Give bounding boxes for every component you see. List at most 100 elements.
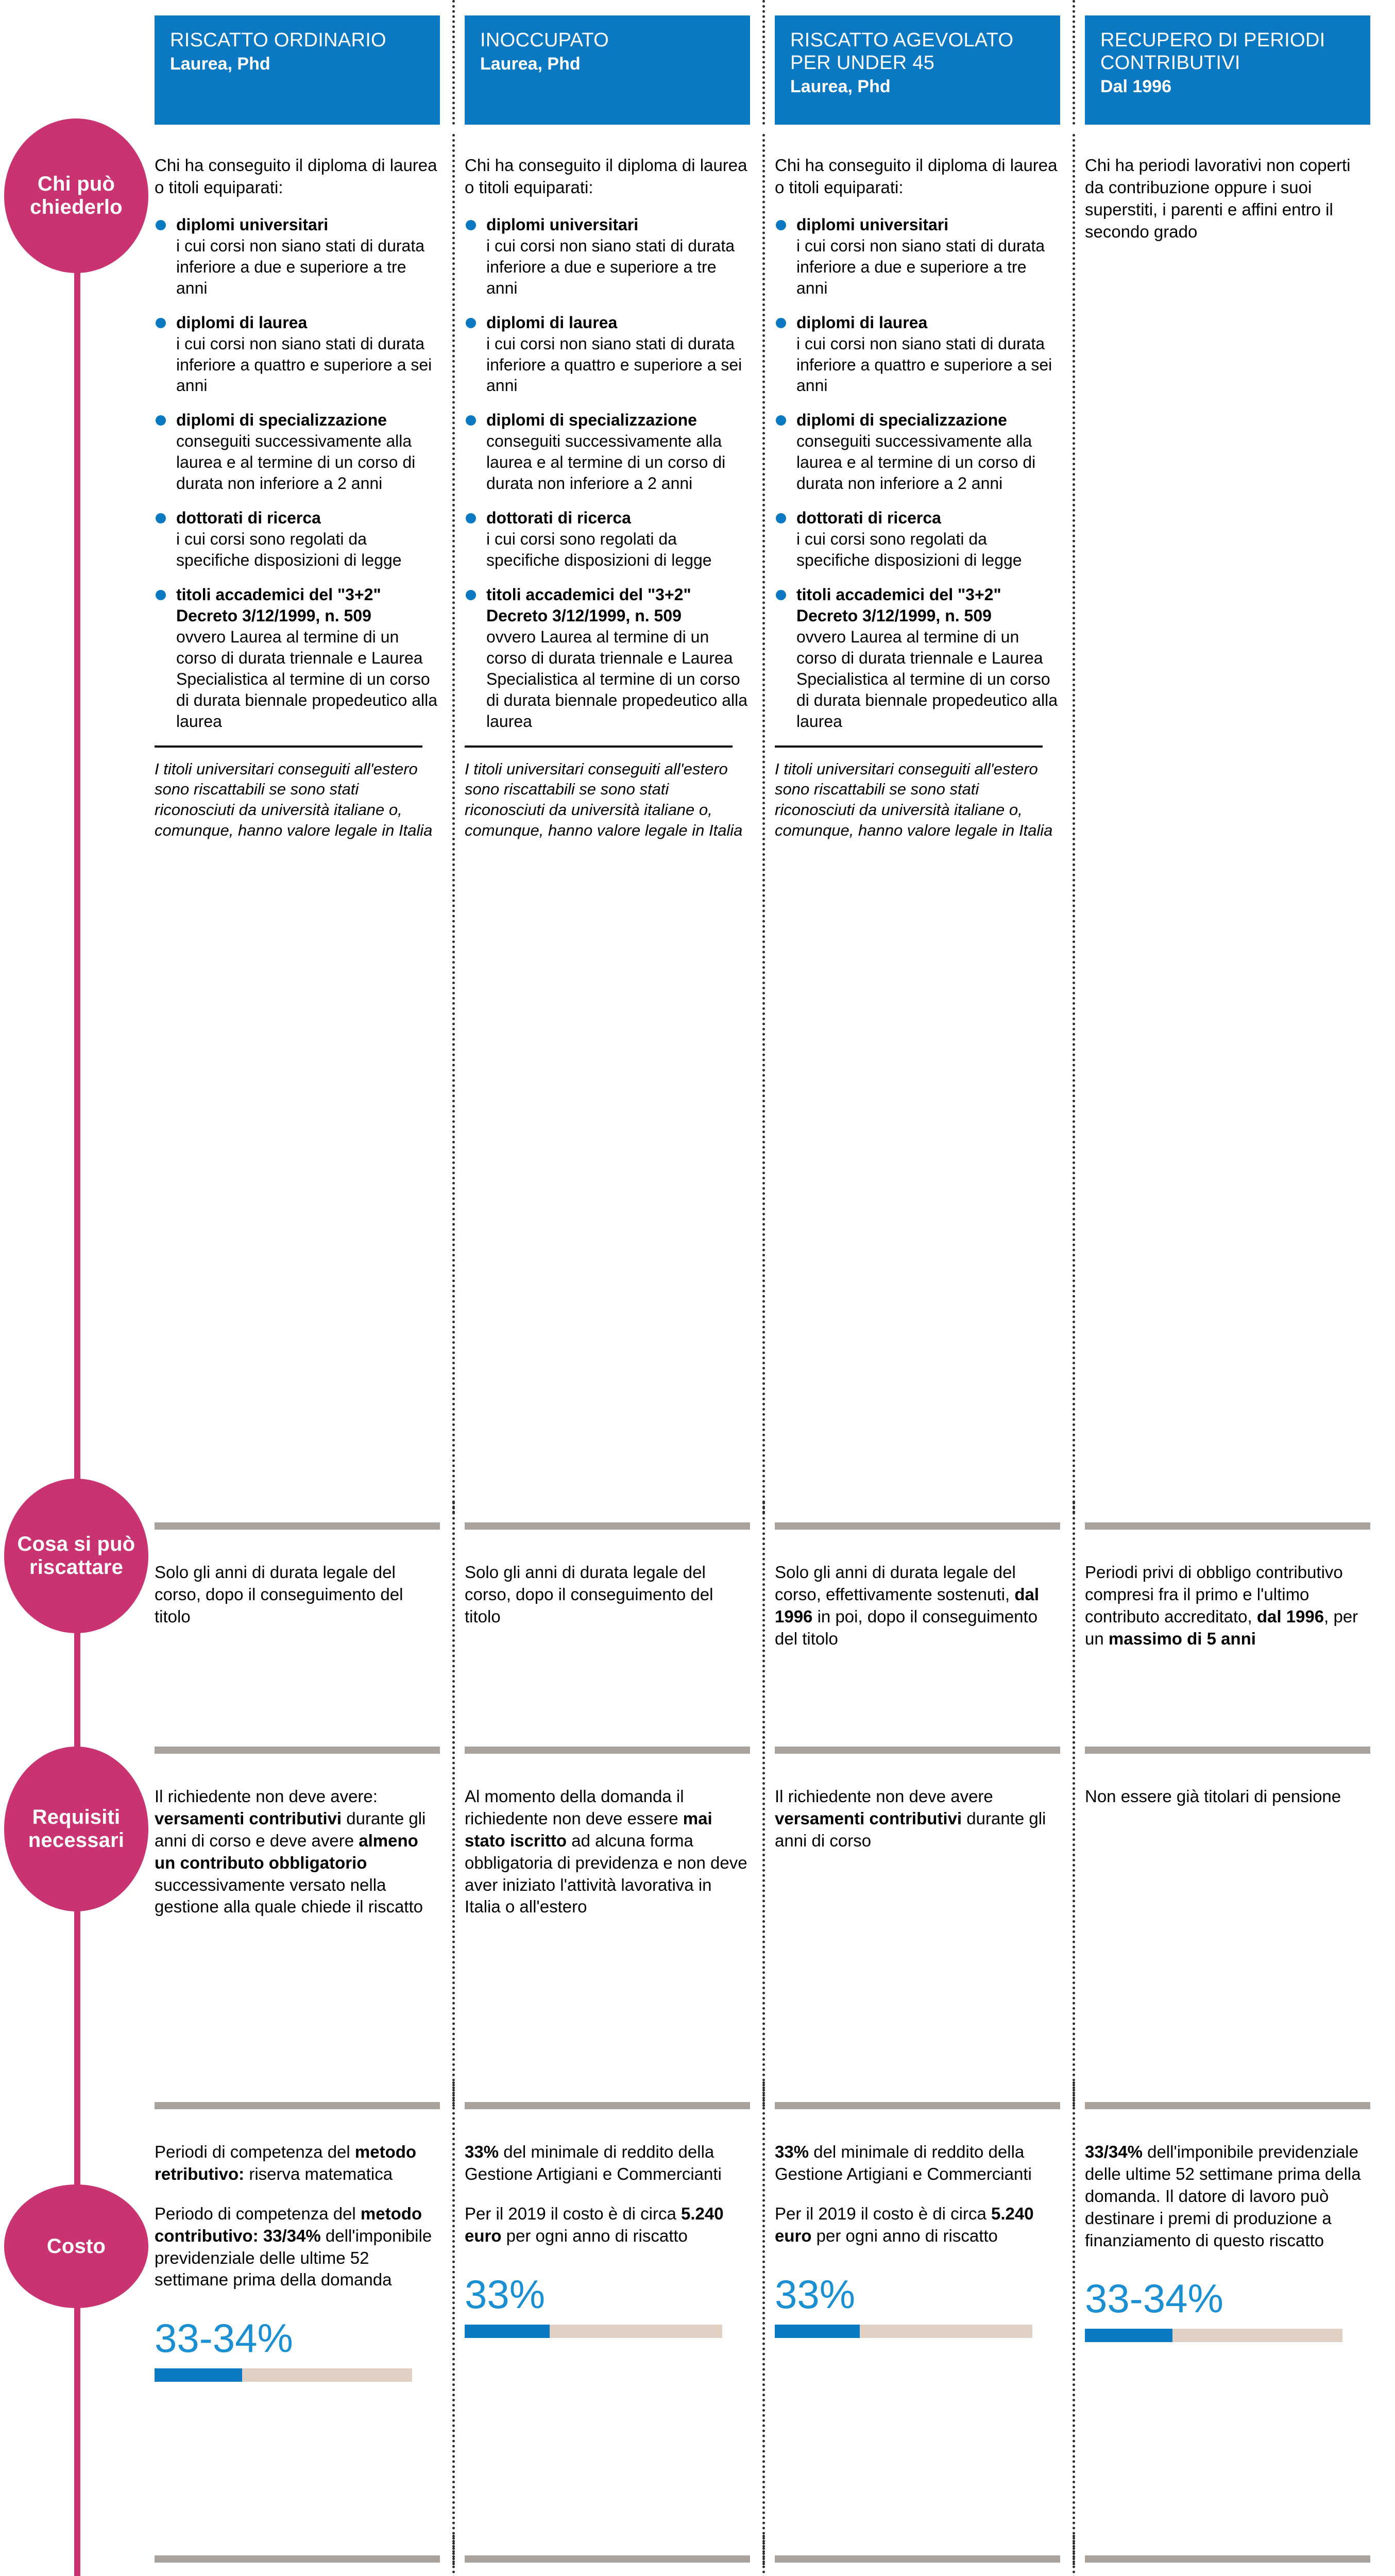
cell-r2-c3: Solo gli anni di durata legale del corso… [762, 1502, 1085, 1749]
percentage-bar-fill [155, 2368, 242, 2382]
footnote-text: I titoli universitari conseguiti all'est… [155, 759, 433, 839]
cell-text: Non essere già titolari di pensione [1085, 1787, 1341, 1806]
cell-r5-c1: Deducibile dall'IrpefDEDUCIBILE23-43% [155, 2555, 465, 2576]
section-row-3: Il richiedente non deve avere: versament… [155, 1726, 1395, 2107]
cell-paragraph: Per il 2019 il costo è di circa 5.240 eu… [775, 2204, 1034, 2245]
cell-text: Il richiedente non deve avere: versament… [155, 1787, 426, 1917]
percentage-value: 33% [775, 2271, 856, 2317]
cell-r3-c3: Il richiedente non deve avere versamenti… [762, 1726, 1085, 2107]
row-badge-label: Chi può chiederlo [30, 173, 123, 218]
list-item-detail: i cui corsi non siano stati di durata in… [796, 236, 1045, 297]
bullet-dot-icon [466, 590, 476, 601]
cell-intro-text: Chi ha periodi lavorativi non coperti da… [1085, 156, 1351, 241]
cell-text: Solo gli anni di durata legale del corso… [155, 1563, 403, 1626]
list-item-detail: i cui corsi sono regolati da specifiche … [796, 530, 1022, 570]
cell-r2-c2: Solo gli anni di durata legale del corso… [452, 1502, 775, 1749]
footnote-text: I titoli universitari conseguiti all'est… [465, 759, 743, 839]
bullet-dot-icon [776, 415, 786, 426]
cell-text: Al momento della domanda il richiedente … [465, 1787, 747, 1917]
cell-r5-c2: Detraibilità dall'Irpef Se il richiedent… [452, 2535, 775, 2576]
cell-r2-c4: Periodi privi di obbligo contributivo co… [1073, 1502, 1395, 1749]
bullet-dot-icon [156, 317, 166, 328]
bullet-dot-icon [156, 590, 166, 601]
list-item-detail: conseguiti successivamente alla laurea e… [176, 432, 416, 493]
cell-r4-c3: 33% del minimale di reddito della Gestio… [762, 2081, 1085, 2566]
bullet-dot-icon [776, 513, 786, 524]
section-row-2: Solo gli anni di durata legale del corso… [155, 1502, 1395, 1749]
cell-r1-c3: Chi ha conseguito il diploma di laurea o… [762, 134, 1085, 1515]
cell-r4-c4: 33/34% dell'imponibile previdenziale del… [1073, 2081, 1395, 2566]
list-item-detail: conseguiti successivamente alla laurea e… [486, 432, 726, 493]
cell-text: Solo gli anni di durata legale del corso… [465, 1563, 713, 1626]
percentage-bar [465, 2324, 722, 2338]
bullet-dot-icon [156, 219, 166, 230]
column-header-2: INOCCUPATO Laurea, Phd [465, 15, 750, 125]
cell-text: Il richiedente non deve avere versamenti… [775, 1787, 1046, 1850]
column-header-3: RISCATTO AGEVOLATO PER UNDER 45 Laurea, P… [775, 15, 1060, 125]
column-title: RISCATTO AGEVOLATO PER UNDER 45 [790, 29, 1014, 74]
column-title: RECUPERO DI PERIODI CONTRIBUTIVI [1100, 29, 1325, 74]
section-divider-rule [465, 1522, 750, 1530]
column-subtitle: Laurea, Phd [790, 77, 891, 97]
section-divider-rule [465, 2555, 750, 2563]
cell-r3-c1: Il richiedente non deve avere: versament… [155, 1747, 465, 2087]
cell-paragraph: 33% del minimale di reddito della Gestio… [465, 2142, 722, 2183]
section-divider-rule [775, 2102, 1060, 2109]
row-badge-label: Requisiti necessari [28, 1806, 125, 1852]
bullet-dot-icon [156, 415, 166, 426]
column-subtitle: Dal 1996 [1100, 77, 1171, 97]
section-divider-rule [155, 1522, 440, 1530]
cell-r2-c1: Solo gli anni di durata legale del corso… [155, 1522, 465, 1728]
list-item-label: titoli accademici del "3+2" Decreto 3/12… [176, 585, 381, 625]
row-badge-4: Costo [4, 2184, 148, 2308]
row-badge-label: Cosa si può riscattare [17, 1533, 135, 1579]
list-item: titoli accademici del "3+2" Decreto 3/12… [155, 584, 440, 732]
column-subtitle: Laurea, Phd [480, 54, 581, 74]
list-item-label: diplomi di specializzazione [176, 411, 387, 430]
list-item-label: titoli accademici del "3+2" Decreto 3/12… [486, 585, 691, 625]
list-item: titoli accademici del "3+2" Decreto 3/12… [775, 584, 1060, 732]
section-divider-rule [465, 1747, 750, 1754]
column-2: INOCCUPATO Laurea, Phd [452, 0, 775, 125]
bullet-dot-icon [466, 317, 476, 328]
list-item-detail: ovvero Laurea al termine di un corso di … [176, 627, 438, 731]
cell-paragraph: Periodo di competenza del metodo contrib… [155, 2204, 432, 2290]
bullet-dot-icon [466, 513, 476, 524]
percentage-bar [155, 2368, 412, 2382]
section-divider-rule [1085, 2555, 1370, 2563]
list-item-detail: i cui corsi sono regolati da specifiche … [486, 530, 712, 570]
list-item-label: dottorati di ricerca [486, 509, 631, 528]
section-divider-rule [155, 2102, 440, 2109]
bullet-dot-icon [776, 317, 786, 328]
list-item: diplomi di specializzazione conseguiti su… [155, 410, 440, 494]
cell-r3-c2: Al momento della domanda il richiedente … [452, 1726, 775, 2107]
bullet-dot-icon [466, 219, 476, 230]
section-divider-rule [155, 1747, 440, 1754]
list-item-detail: i cui corsi non siano stati di durata in… [176, 236, 425, 297]
note-divider [465, 745, 733, 748]
footnote-text: I titoli universitari conseguiti all'est… [775, 759, 1053, 839]
cell-r1-c1: Chi ha conseguito il diploma di laurea o… [155, 155, 465, 1494]
column-title: INOCCUPATO [480, 29, 609, 51]
bullet-dot-icon [776, 590, 786, 601]
cell-r4-c2: 33% del minimale di reddito della Gestio… [452, 2081, 775, 2566]
column-4: RECUPERO DI PERIODI CONTRIBUTIVI Dal 1996 [1073, 0, 1395, 125]
list-item-detail: i cui corsi non siano stati di durata in… [176, 334, 432, 395]
list-item-label: dottorati di ricerca [176, 509, 321, 528]
cell-r4-c1: Periodi di competenza del metodo retribu… [155, 2102, 465, 2545]
cell-r1-c2: Chi ha conseguito il diploma di laurea o… [452, 134, 775, 1515]
section-row-1: Chi ha conseguito il diploma di laurea o… [155, 134, 1395, 1515]
